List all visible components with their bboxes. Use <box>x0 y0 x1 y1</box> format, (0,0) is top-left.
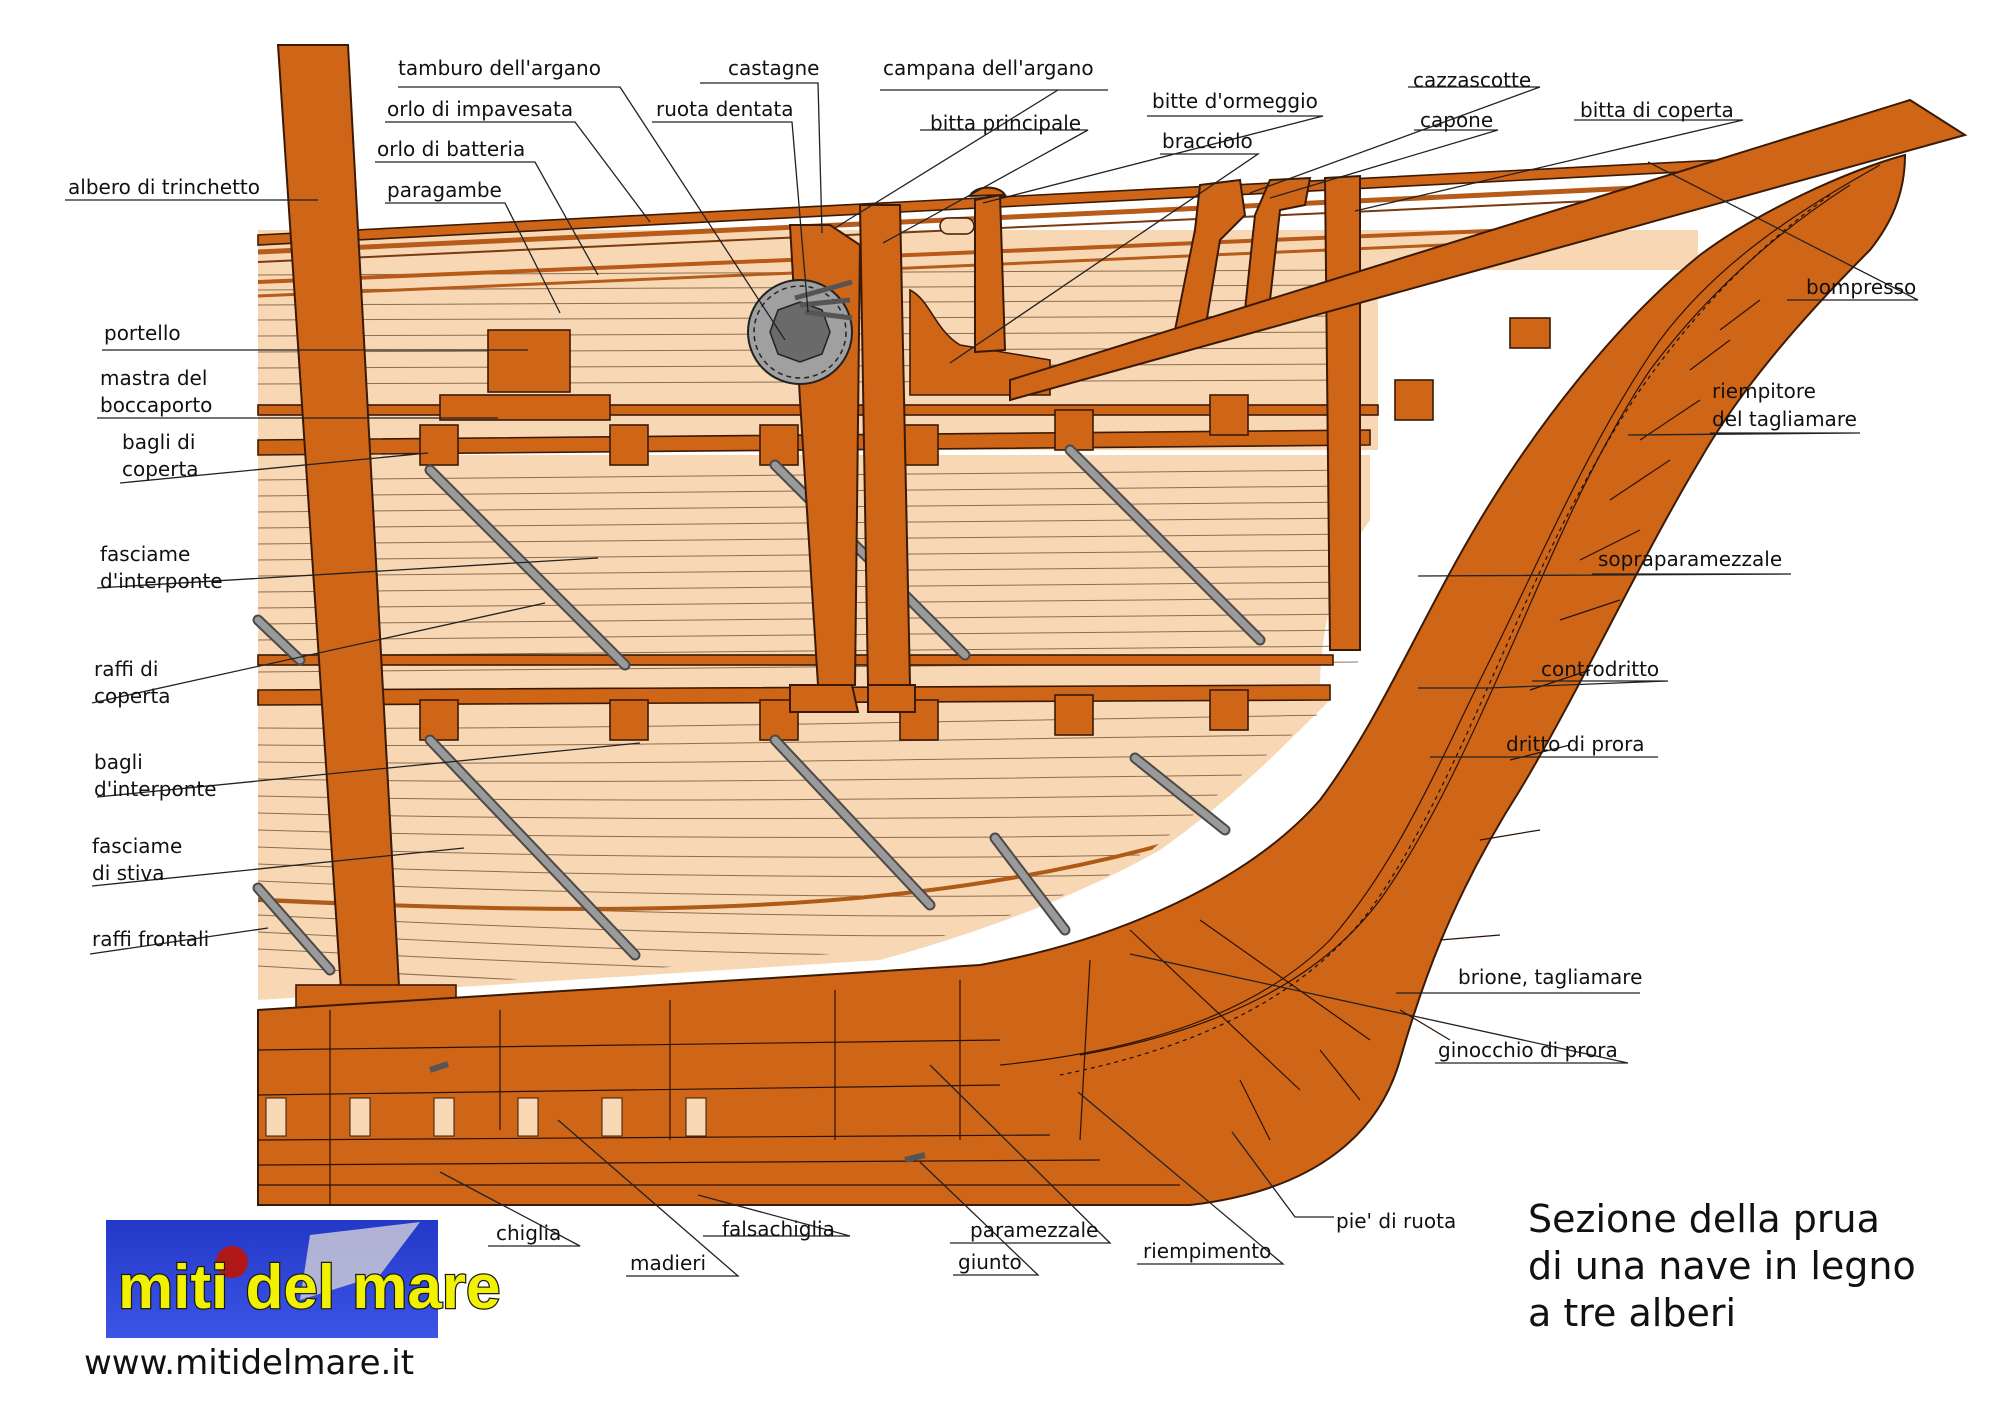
label-orlo-di-batteria: orlo di batteria <box>377 137 525 161</box>
label-fasciame-int-line1: fasciame <box>100 542 190 566</box>
between-deck-beams <box>257 317 1551 741</box>
label-madieri: madieri <box>630 1251 706 1275</box>
label-portello: portello <box>104 321 181 345</box>
diagram-title: Sezione della prua di una nave in legno … <box>1528 1197 1916 1335</box>
label-chiglia: chiglia <box>496 1221 561 1245</box>
deck-bitt <box>1323 174 1361 651</box>
label-castagne: castagne <box>728 56 819 80</box>
label-raffi-coperta-line2: coperta <box>94 684 171 708</box>
label-riempitore-line1: riempitore <box>1712 379 1816 403</box>
label-bompresso: bompresso <box>1806 275 1916 299</box>
logo: miti del mare <box>106 1220 502 1338</box>
label-bracciolo: bracciolo <box>1162 129 1253 153</box>
label-fasciame-stiva-line2: di stiva <box>92 861 165 885</box>
label-sopraparamezzale: sopraparamezzale <box>1598 547 1782 571</box>
label-bagli-coperta-line2: coperta <box>122 457 199 481</box>
label-falsachiglia: falsachiglia <box>722 1217 835 1241</box>
labels: albero di trinchetto tamburo dell'argano… <box>68 56 1916 1275</box>
label-bitta-principale: bitta principale <box>930 111 1081 135</box>
label-bagli-int-line2: d'interponte <box>94 777 217 801</box>
label-orlo-di-impavesata: orlo di impavesata <box>387 97 573 121</box>
label-controdritto: controdritto <box>1541 657 1659 681</box>
label-bitta-di-coperta: bitta di coperta <box>1580 98 1734 122</box>
capstan <box>747 224 862 713</box>
label-fasciame-int-line2: d'interponte <box>100 569 223 593</box>
label-dritto-di-prora: dritto di prora <box>1506 732 1645 756</box>
cathead <box>1173 176 1312 331</box>
floor-timbers <box>265 1061 926 1163</box>
leader-lines <box>65 82 1919 1277</box>
website-url: www.mitidelmare.it <box>84 1343 414 1383</box>
label-bagli-int-line1: bagli <box>94 750 143 774</box>
label-fasciame-stiva-line1: fasciame <box>92 834 182 858</box>
label-tamburo-dell-argano: tamburo dell'argano <box>398 56 601 80</box>
iron-straps <box>252 444 1266 976</box>
bowsprit <box>1009 98 1968 402</box>
label-raffi-coperta-line1: raffi di <box>94 657 158 681</box>
label-bagli-coperta-line1: bagli di <box>122 430 195 454</box>
label-riempitore-line2: del tagliamare <box>1712 407 1857 431</box>
label-riempimento: riempimento <box>1143 1239 1271 1263</box>
label-mastra-line1: mastra del <box>100 366 207 390</box>
label-brione-tagliamare: brione, tagliamare <box>1458 965 1642 989</box>
label-mastra-line2: boccaporto <box>100 393 212 417</box>
label-raffi-frontali: raffi frontali <box>92 927 209 951</box>
title-line-3: a tre alberi <box>1528 1291 1736 1335</box>
label-giunto: giunto <box>958 1250 1022 1274</box>
label-cazzascotte: cazzascotte <box>1413 68 1531 92</box>
title-line-1: Sezione della prua <box>1528 1197 1880 1241</box>
label-paragambe: paragambe <box>387 178 502 202</box>
stem-structure <box>257 153 1907 1206</box>
label-bitte-d-ormeggio: bitte d'ormeggio <box>1152 89 1318 113</box>
riding-bitts <box>858 204 1051 713</box>
logo-text: miti del mare <box>118 1253 500 1322</box>
label-paramezzale: paramezzale <box>970 1218 1098 1242</box>
hatch-port <box>487 329 571 393</box>
label-ginocchio-di-prora: ginocchio di prora <box>1438 1038 1618 1062</box>
title-line-2: di una nave in legno <box>1528 1244 1916 1288</box>
label-campana-dell-argano: campana dell'argano <box>883 56 1094 80</box>
mooring-bitts <box>968 186 1007 354</box>
label-ruota-dentata: ruota dentata <box>656 97 793 121</box>
label-pie-di-ruota: pie' di ruota <box>1336 1209 1456 1233</box>
label-albero-di-trinchetto: albero di trinchetto <box>68 175 260 199</box>
label-capone: capone <box>1420 108 1493 132</box>
